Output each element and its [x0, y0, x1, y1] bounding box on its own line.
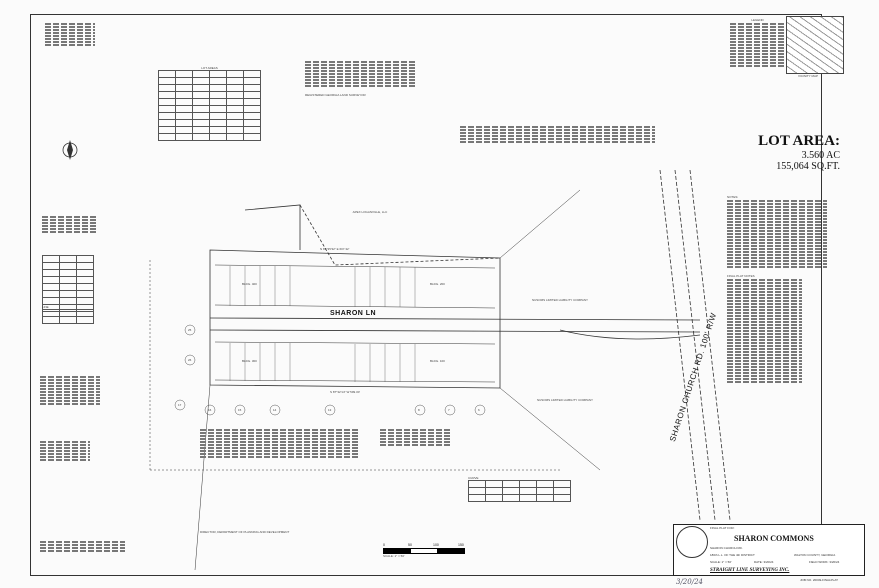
scale-tick: 150: [458, 543, 464, 547]
field-work-date: FIELD WORK: 3/20/24: [809, 560, 840, 564]
handwritten-date: 3/20/24: [676, 578, 703, 586]
flood-note: [40, 540, 125, 553]
notes: NOTES: FINAL PLAT NOTES: [727, 195, 827, 384]
lot-area-heading: LOT AREA:: [758, 133, 840, 149]
building-table: [42, 255, 94, 312]
curve-table-heading: CURVE: [468, 476, 479, 480]
adjacent-lot-circles: [174, 324, 486, 416]
lot-area-acres: 3.560 AC: [801, 150, 840, 161]
surveyor-certificate: [305, 60, 415, 88]
legend-heading: LEGEND: [751, 18, 764, 22]
lot-area-block: LOT AREA: 3.560 AC 155,064 SQ.FT.: [730, 133, 840, 172]
lot-number: 17: [178, 403, 182, 407]
building-100-label: BLDG. 100: [430, 359, 445, 363]
legend: LEGEND: [730, 18, 785, 68]
title-date: DATE: 3/20/24: [754, 560, 774, 564]
street-label-sharon-ln: SHARON LN: [330, 310, 377, 317]
lot-number: 15: [238, 408, 242, 412]
lot-number: 14: [273, 408, 277, 412]
lot-area-sqft: 155,064 SQ.FT.: [776, 161, 840, 172]
drawing-frame: [30, 14, 822, 576]
vicinity-map: [786, 16, 844, 74]
south-bearing: S 87°32'14" W 599.30': [330, 390, 360, 394]
project-name: SHARON COMMONS: [734, 534, 814, 543]
notes-heading: NOTES:: [727, 195, 739, 199]
land-lot-district: 186th L.L. OF THE 4th DISTRICT: [710, 553, 755, 557]
scale-tick: 100: [433, 543, 439, 547]
county: WALTON COUNTY, GEORGIA: [794, 553, 836, 557]
lot-number: 6: [478, 408, 480, 412]
company-name: STRAIGHT LINE SURVEYING INC.: [710, 568, 790, 573]
scale-bar: 0 50 100 150 SCALE: 1" = 50': [383, 543, 465, 558]
county-certificate: [380, 428, 450, 447]
lot-areas-heading: LOT AREAS: [201, 66, 218, 70]
north-bearing: N 87°35'32" E 607.32': [320, 247, 350, 251]
director-title: DIRECTOR, DEPARTMENT OF PLANNING AND DEV…: [200, 530, 290, 534]
scale-tick: 50: [408, 543, 412, 547]
curve-table: CURVE: [468, 476, 571, 502]
lot-number: 13: [328, 408, 332, 412]
final-plat-notes-heading: FINAL PLAT NOTES: [727, 274, 755, 278]
lot-number: 25: [188, 328, 192, 332]
scale-tick: 0: [383, 543, 385, 547]
vicinity-map-label: VICINITY MAP: [798, 74, 818, 78]
building-300-label: BLDG. 300: [242, 359, 257, 363]
job-number: JOB NO. 20049-FINALPLAT: [800, 578, 838, 582]
lot-number: 26: [188, 358, 192, 362]
line-table-heading: LINE: [42, 305, 49, 309]
north-easement: [244, 204, 301, 250]
building-400-label: BLDG. 400: [242, 282, 257, 286]
lot-number: 16: [208, 408, 212, 412]
title-scale: SCALE: 1" = 50': [710, 560, 732, 564]
scale-label: SCALE: 1" = 50': [383, 554, 405, 558]
owner-acknowledgement: [460, 125, 655, 144]
lot-number: 8: [418, 408, 420, 412]
lot-number: 7: [448, 408, 450, 412]
adjacent-owner-east: NUSOMS LIMITED LIABILITY COMPANY: [531, 298, 589, 302]
sharon-church-rd: [659, 169, 731, 521]
project-address: SHARON CHURCH RD.: [710, 546, 743, 550]
final-plat-approval: [200, 428, 360, 459]
surveyor-seal-icon: [676, 526, 708, 558]
surveyor-title: REGISTERED GEORGIA LAND SURVEYOR: [305, 93, 366, 97]
recording-block: [45, 22, 95, 47]
north-arrow-icon: [62, 140, 78, 160]
lot-areas-table: LOT AREAS: [158, 66, 261, 141]
sharon-ln-road: [209, 317, 701, 333]
building-200-label: BLDG. 200: [430, 282, 445, 286]
zoning-block: [42, 215, 97, 234]
adjacent-owner-north: APEX LOGANVILLE, LLC: [352, 210, 388, 214]
adjacent-owner-southeast: NUSOMS LIMITED LIABILITY COMPANY: [536, 398, 594, 402]
design-professionals: [40, 375, 100, 406]
title-prefix: FINAL PLAT FOR:: [710, 526, 735, 530]
owner-block: [40, 440, 90, 462]
line-table: LINE: [42, 305, 94, 324]
